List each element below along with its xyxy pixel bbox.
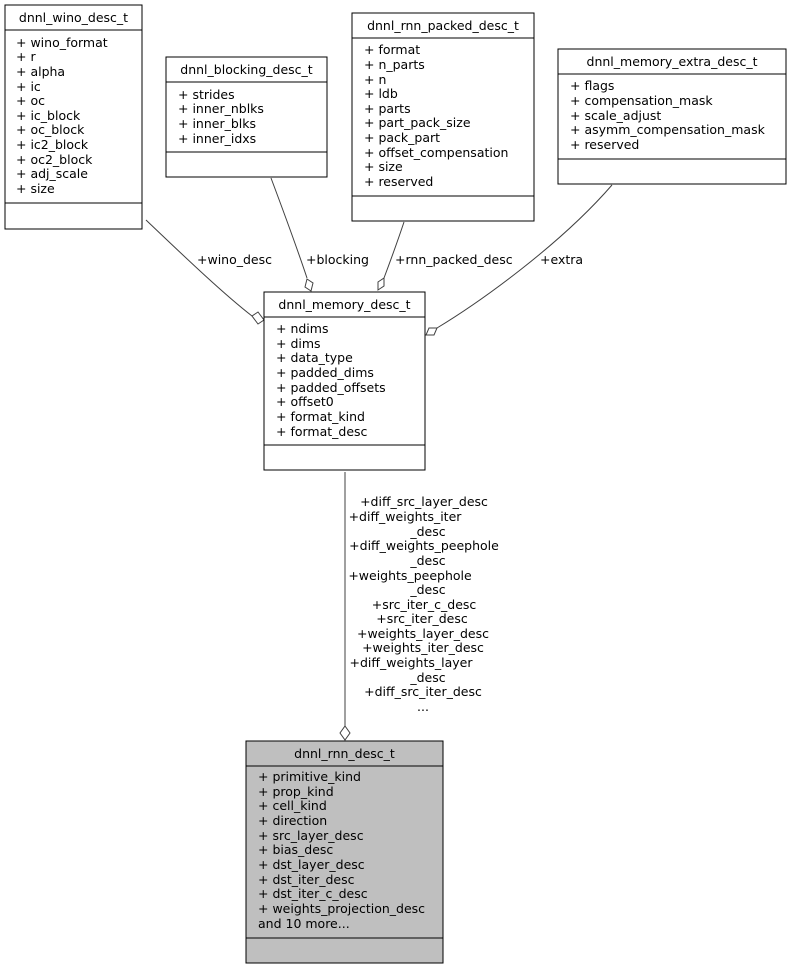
edge-label: _desc [409,670,445,685]
class-member: + offset0 [276,394,334,409]
class-member: + dst_iter_c_desc [258,886,368,901]
class-member: + format [364,42,420,57]
edge-blocking [270,177,314,292]
edge-label-blocking: +blocking [306,252,369,267]
class-title: dnnl_blocking_desc_t [180,62,313,77]
class-box-wino-desc[interactable]: dnnl_wino_desc_t + wino_format + r + alp… [4,4,143,230]
aggregation-diamond-icon [304,278,314,292]
class-member: + cell_kind [258,798,327,813]
class-member: + oc [16,93,45,108]
class-member: + weights_projection_desc [258,901,425,916]
class-member: + compensation_mask [570,93,713,108]
edge-label: +weights_layer_desc [357,626,489,641]
class-member: + format_kind [276,409,365,424]
class-member: + scale_adjust [570,108,661,123]
aggregation-diamond-icon [251,311,265,325]
edge-label: ... [417,699,429,714]
edge-wino-desc [145,219,265,325]
class-member: + direction [258,813,327,828]
class-member: + adj_scale [16,166,88,181]
class-title: dnnl_rnn_desc_t [294,746,395,761]
class-title: dnnl_wino_desc_t [19,10,128,25]
class-member: + wino_format [16,35,108,50]
class-member: + pack_part [364,130,440,145]
aggregation-diamond-icon [425,327,438,336]
edge-label-extra: +extra [540,252,583,267]
class-member: + reserved [570,137,639,152]
edge-rnn-packed [377,221,405,291]
class-member: + reserved [364,174,433,189]
edge-label: +diff_weights_iter [349,509,463,524]
edge-label: +weights_iter_desc [362,640,484,655]
edge-labels-memory-to-rnn: +diff_src_layer_desc +diff_weights_iter … [348,494,499,714]
class-member: + inner_idxs [178,131,256,146]
class-member: + part_pack_size [364,115,471,130]
class-member: + padded_dims [276,365,374,380]
edge-label: _desc [409,524,445,539]
edge-label: +diff_weights_peephole [349,538,499,553]
class-title: dnnl_memory_desc_t [278,297,410,312]
class-member: + bias_desc [258,842,333,857]
class-member: + size [364,159,403,174]
edge-label: +diff_weights_layer [349,655,473,670]
class-member: + dst_layer_desc [258,857,365,872]
class-member: + format_desc [276,424,368,439]
class-member: + asymm_compensation_mask [570,122,766,137]
class-member: + ldb [364,86,398,101]
class-member: + parts [364,101,411,116]
class-member: + oc_block [16,122,85,137]
class-member: + ndims [276,321,328,336]
edge-label: +src_iter_c_desc [372,597,477,612]
aggregation-diamond-icon [377,277,385,291]
edge-extra [425,184,613,336]
class-member: + inner_nblks [178,101,264,116]
more-members-link[interactable]: and 10 more... [258,916,350,931]
class-member: + ic [16,79,41,94]
class-member: + inner_blks [178,116,256,131]
class-member: + r [16,49,36,64]
class-title: dnnl_memory_extra_desc_t [587,54,758,69]
class-box-memory-extra-desc[interactable]: dnnl_memory_extra_desc_t + flags + compe… [557,48,787,185]
class-member: + oc2_block [16,152,93,167]
class-title: dnnl_rnn_packed_desc_t [367,18,519,33]
class-member: + size [16,181,55,196]
class-member: + strides [178,87,235,102]
class-member: + n [364,72,386,87]
edge-label: _desc [409,553,445,568]
class-box-rnn-packed-desc[interactable]: dnnl_rnn_packed_desc_t + format + n_part… [351,12,535,222]
edge-label: +src_iter_desc [376,611,468,626]
class-member: + src_layer_desc [258,828,364,843]
edge-label: _desc [409,582,445,597]
aggregation-diamond-icon [339,725,351,741]
class-member: + ic2_block [16,137,89,152]
class-member: + flags [570,78,614,93]
class-member: + dst_iter_desc [258,872,355,887]
class-member: + offset_compensation [364,145,508,160]
class-member: + padded_offsets [276,380,386,395]
class-member: + n_parts [364,57,425,72]
class-box-blocking-desc[interactable]: dnnl_blocking_desc_t + strides + inner_n… [165,56,328,178]
edge-label-rnn-packed-desc: +rnn_packed_desc [395,252,513,267]
class-member: + alpha [16,64,65,79]
class-member: + dims [276,336,321,351]
class-member: + prop_kind [258,784,334,799]
edge-label: +diff_src_iter_desc [364,684,482,699]
edge-memory-rnn [339,472,351,741]
class-box-rnn-desc[interactable]: dnnl_rnn_desc_t + primitive_kind + prop_… [245,740,444,964]
edge-label-wino-desc: +wino_desc [197,252,272,267]
class-box-memory-desc[interactable]: dnnl_memory_desc_t + ndims + dims + data… [263,291,426,471]
edge-label: +diff_src_layer_desc [360,494,488,509]
class-member: + ic_block [16,108,81,123]
class-member: + primitive_kind [258,769,361,784]
class-member: + data_type [276,350,353,365]
edge-label: +weights_peephole [348,568,472,583]
